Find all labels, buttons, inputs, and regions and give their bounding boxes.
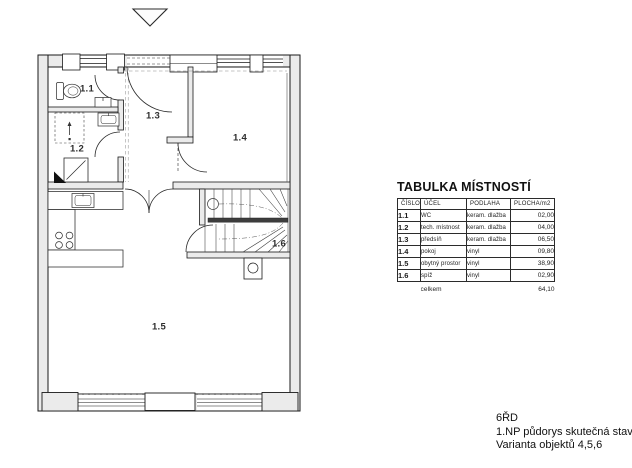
room-number: 1.4 — [397, 245, 421, 258]
room-label-1-5: 1.5 — [151, 321, 167, 333]
top-wall-windows — [62, 53, 283, 73]
caption-variant: Varianta objektů 4,5,6 — [496, 439, 603, 451]
room-area: 04,00 — [510, 221, 555, 234]
room-purpose: spíž — [420, 269, 467, 282]
drawing-caption: 6ŘD 1.NP půdorys skutečná stav Varianta … — [496, 412, 632, 453]
table-header-row: ČÍSLO ÚČEL PODLAHA PLOCHA/m2 — [397, 198, 555, 210]
room-number: 1.6 — [397, 269, 421, 282]
col-header-ucel: ÚČEL — [420, 198, 467, 210]
room-label-1-3: 1.3 — [145, 110, 161, 122]
col-header-plocha: PLOCHA/m2 — [510, 198, 555, 210]
room-label-1-2: 1.2 — [69, 143, 85, 155]
room-floor: keram. dlažba — [466, 233, 511, 246]
stove-icon — [55, 231, 74, 249]
kitchen-sink-icon — [71, 193, 95, 208]
room-number: 1.3 — [397, 233, 421, 246]
table-row: 1.3 předsíň keram. dlažba 06,50 — [397, 233, 555, 246]
room-area: 02,90 — [510, 269, 555, 282]
chimney-icon — [243, 257, 263, 280]
table-row: 1.6 spíž vinyl 02,90 — [397, 269, 555, 282]
wc-sink-icon — [94, 97, 112, 108]
room-number: 1.1 — [397, 209, 421, 222]
room-purpose: pokoj — [420, 245, 467, 258]
toilet-icon — [56, 82, 81, 100]
stairs-icon — [204, 188, 289, 253]
table-row: 1.4 pokoj vinyl 09,80 — [397, 245, 555, 258]
room-number: 1.2 — [397, 221, 421, 234]
room-floor: keram. dlažba — [466, 221, 511, 234]
room-floor: vinyl — [466, 257, 511, 270]
corner-marker — [54, 171, 66, 183]
room-label-1-6: 1.6 — [271, 238, 287, 250]
col-header-podlaha: PODLAHA — [466, 198, 511, 210]
caption-floor: 1.NP půdorys skutečná stav — [496, 425, 632, 438]
interior-walls — [47, 66, 291, 259]
room-purpose: WC — [420, 209, 467, 222]
room-label-1-1: 1.1 — [79, 83, 95, 95]
room-purpose: předsíň — [420, 233, 467, 246]
total-value: 64,10 — [538, 285, 555, 293]
room-area: 09,80 — [510, 245, 555, 258]
entrance-marker-icon — [131, 8, 169, 27]
table-row: 1.5 obytný prostor vinyl 38,90 — [397, 257, 555, 270]
room-table: ČÍSLO ÚČEL PODLAHA PLOCHA/m2 1.1 WC kera… — [397, 198, 555, 296]
door-swings — [94, 66, 214, 253]
table-row: 1.2 tech. místnost keram. dlažba 04,00 — [397, 221, 555, 234]
washer-space-icon — [54, 112, 85, 144]
room-purpose: obytný prostor — [420, 257, 467, 270]
total-label: celkem — [420, 285, 442, 293]
boiler-icon — [63, 157, 89, 183]
room-floor: vinyl — [466, 269, 511, 282]
room-area: 38,90 — [510, 257, 555, 270]
room-floor: keram. dlažba — [466, 209, 511, 222]
room-area: 02,00 — [510, 209, 555, 222]
col-header-cislo: ČÍSLO — [397, 198, 421, 210]
room-table-block: TABULKA MÍSTNOSTÍ ČÍSLO ÚČEL PODLAHA PLO… — [397, 180, 555, 296]
caption-project: 6ŘD — [496, 412, 519, 424]
room-table-title: TABULKA MÍSTNOSTÍ — [397, 180, 531, 194]
room-number: 1.5 — [397, 257, 421, 270]
bottom-wall-windows — [41, 392, 299, 412]
room-purpose: tech. místnost — [420, 221, 467, 234]
room-floor: vinyl — [466, 245, 511, 258]
table-row: 1.1 WC keram. dlažba 02,00 — [397, 209, 555, 222]
tech-sink-icon — [97, 112, 120, 127]
dashed-construction-lines — [123, 67, 287, 182]
room-area: 06,50 — [510, 233, 555, 246]
table-total-row: celkem 64,10 — [398, 282, 555, 297]
room-label-1-4: 1.4 — [232, 132, 248, 144]
